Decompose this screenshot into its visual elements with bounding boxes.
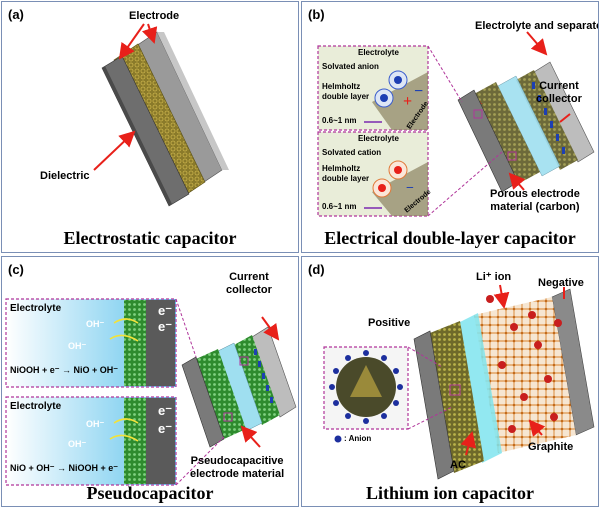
graphite-electrode (474, 297, 576, 453)
electrolyte-arrow (526, 31, 548, 56)
inset-electrolyte-label: Electrolyte (358, 134, 399, 143)
solvated-anion-label: Solvated anion (322, 62, 379, 71)
oh-label: OH⁻ (68, 439, 87, 449)
positive-label: Positive (368, 317, 411, 329)
panel-lithium-ion-capacitor: (d) (301, 256, 599, 507)
graphite-arrow (528, 419, 546, 437)
pseudo-arrow (240, 425, 261, 448)
ac-arrow (460, 431, 477, 456)
panel-title: Electrical double-layer capacitor (324, 228, 576, 248)
electron-label: e⁻ (158, 303, 173, 318)
electrode-label: Electrode (129, 10, 180, 22)
oh-label: OH⁻ (86, 319, 105, 329)
panel-label: (d) (308, 262, 325, 277)
distance-label: 0.6~1 nm (322, 116, 357, 125)
panel-title: Lithium ion capacitor (365, 483, 534, 503)
panel-edlc: (b) +++ +++ (301, 1, 599, 253)
panel-label: (b) (308, 7, 325, 22)
reaction-label: NiOOH + e⁻ → NiO + OH⁻ (10, 365, 119, 375)
solvated-cation-label: Solvated cation (322, 148, 382, 157)
panel-label: (a) (8, 7, 24, 22)
solvated-anion (374, 70, 408, 108)
electrode-arrow-left (118, 23, 145, 60)
electrode-left (196, 349, 246, 439)
electron-label: e⁻ (158, 319, 173, 334)
anion-ring (329, 350, 403, 424)
inset-electrolyte-label: Electrolyte (10, 303, 62, 314)
oh-label: OH⁻ (68, 341, 87, 351)
graphite-label: Graphite (528, 441, 574, 453)
helmholtz-label: Helmholtz (322, 82, 361, 91)
li-ions (486, 295, 562, 433)
reaction-label: NiO + OH⁻ → NiOOH + e⁻ (10, 463, 119, 473)
electrode-arrow-right (141, 23, 158, 44)
ac-label: AC (450, 459, 466, 471)
electron-label: e⁻ (158, 403, 173, 418)
dielectric-label: Dielectric (40, 170, 90, 182)
panel-pseudocapacitor: (c) (1, 256, 299, 507)
electrolyte-separator-label: Electrolyte and separator (475, 20, 599, 32)
svg-text:−: − (414, 83, 423, 100)
anion-legend-label: : Anion (344, 434, 372, 443)
collector-arrow (261, 316, 280, 341)
double-layer-label: double layer (322, 92, 370, 101)
double-layer-label: double layer (322, 174, 370, 183)
separator (497, 75, 561, 177)
electron-label: e⁻ (158, 421, 173, 436)
inset-electrolyte-label: Electrolyte (10, 401, 62, 412)
pseudocapacitor-diagram (5, 298, 297, 486)
helmholtz-label: Helmholtz (322, 164, 361, 173)
panel-title: Electrostatic capacitor (63, 228, 237, 248)
positive-collector (413, 330, 455, 480)
collector-arrow (559, 113, 571, 123)
porous-electrode-left (474, 82, 540, 184)
current-collector-left (181, 356, 225, 448)
separator (458, 313, 502, 463)
panel-title: Pseudocapacitor (86, 483, 214, 503)
oh-label: OH⁻ (86, 419, 105, 429)
anion-bars (532, 82, 565, 154)
solvated-cation (372, 160, 408, 198)
electrostatic-capacitor-diagram (93, 23, 229, 207)
svg-text:−: − (406, 181, 414, 196)
lithium-ion-capacitor-diagram (323, 284, 595, 480)
inset-electrolyte-label: Electrolyte (358, 48, 399, 57)
panel-electrostatic-capacitor: (a) Electrode Dielectric Electrostatic c… (1, 1, 299, 253)
porous-electrode-right (516, 70, 578, 170)
edlc-diagram: +++ +++ + − − (317, 31, 595, 217)
panel-label: (c) (8, 262, 24, 277)
li-ion-arrow (493, 284, 510, 309)
negative-label: Negative (538, 277, 584, 289)
porous-arrow (508, 172, 526, 191)
distance-label: 0.6~1 nm (322, 202, 357, 211)
svg-text:+: + (403, 93, 412, 110)
dielectric-arrow (93, 130, 136, 171)
anion-legend-dot (334, 435, 342, 443)
li-ion-label: Li⁺ ion (476, 271, 512, 283)
